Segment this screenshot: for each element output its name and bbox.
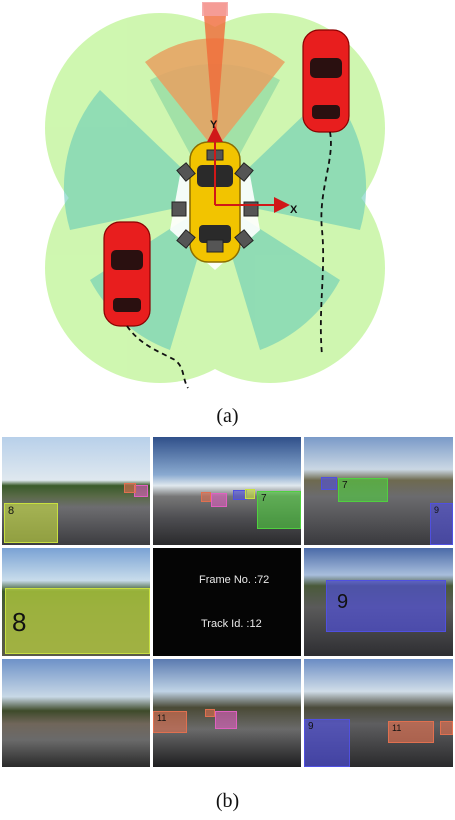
track-label: 11 xyxy=(157,713,167,723)
track-box xyxy=(134,485,148,497)
other-vehicle-left xyxy=(103,221,151,327)
track-label: 9 xyxy=(337,591,349,613)
frame-number: Frame No. :72 xyxy=(199,574,270,586)
track-box xyxy=(321,477,337,490)
vehicle-axes: Y X xyxy=(207,119,298,216)
camera-view-front-right: 7 9 xyxy=(304,437,453,545)
x-axis-label: X xyxy=(290,204,298,216)
track-label: 8 xyxy=(12,607,27,637)
track-box xyxy=(201,492,211,502)
camera-view-front-left: 8 xyxy=(2,437,150,545)
caption-b: (b) xyxy=(215,790,240,812)
track-label: 8 xyxy=(8,505,15,517)
other-vehicle-right-trajectory xyxy=(319,131,332,356)
camera-grid: 8 7 7 9 8 Frame No. :72 Track Id. :12 9 xyxy=(2,437,453,781)
track-box: 7 xyxy=(338,478,388,502)
track-box xyxy=(245,489,255,499)
track-label: 7 xyxy=(261,493,267,504)
track-label: 9 xyxy=(308,721,314,732)
camera-view-front: 7 xyxy=(153,437,301,545)
y-axis-label: Y xyxy=(210,119,218,131)
caption-a: (a) xyxy=(216,405,239,427)
sensor-coverage-diagram: Y X xyxy=(45,2,385,389)
camera-view-right: 9 xyxy=(304,548,453,656)
track-box: 9 xyxy=(304,719,350,767)
track-box xyxy=(205,709,215,717)
other-vehicle-left-trajectory xyxy=(126,325,189,389)
camera-view-rear-left xyxy=(2,659,150,767)
track-box: 9 xyxy=(430,503,453,545)
track-box xyxy=(215,711,237,729)
camera-view-rear: 11 xyxy=(153,659,301,767)
track-label: 9 xyxy=(434,505,440,515)
track-box: 9 xyxy=(326,580,446,632)
track-box: 8 xyxy=(4,503,58,543)
info-panel: Frame No. :72 Track Id. :12 xyxy=(153,548,301,656)
track-box: 8 xyxy=(5,588,150,654)
track-box xyxy=(211,493,227,507)
track-box: 7 xyxy=(257,491,301,529)
track-box: 11 xyxy=(153,711,187,733)
track-box xyxy=(440,721,453,735)
other-vehicle-right xyxy=(302,29,350,133)
track-box: 11 xyxy=(388,721,434,743)
track-label: 11 xyxy=(392,723,402,733)
track-id: Track Id. :12 xyxy=(201,618,262,630)
track-label: 7 xyxy=(342,480,348,491)
camera-view-rear-right: 9 11 xyxy=(304,659,453,767)
camera-view-left: 8 xyxy=(2,548,150,656)
front-narrow-fov xyxy=(203,3,227,150)
track-box xyxy=(124,483,136,493)
